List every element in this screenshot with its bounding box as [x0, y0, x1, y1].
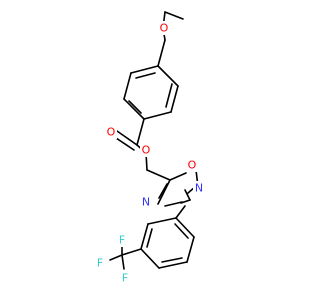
bond — [175, 205, 186, 219]
svg-text:O: O — [188, 159, 197, 172]
bond — [135, 72, 156, 79]
bond — [116, 130, 138, 146]
ring-nitrogen-upper-atom: N — [193, 181, 205, 195]
bond — [128, 100, 142, 114]
atom-layer: O O O O N N F F — [94, 21, 205, 285]
bond — [123, 98, 145, 120]
bond — [164, 11, 184, 20]
bond — [157, 39, 166, 67]
bond — [161, 257, 183, 263]
bond — [157, 179, 171, 205]
structure-canvas: O O O O N N F F — [94, 11, 205, 285]
bond — [115, 137, 135, 151]
fluorine-left-atom: F — [94, 256, 106, 270]
bond — [130, 65, 159, 74]
bond — [158, 183, 168, 199]
bond — [175, 217, 195, 238]
bond — [169, 172, 187, 181]
ester-oxygen-atom: O — [140, 143, 152, 157]
fluorine-bottom-atom: F — [119, 271, 131, 285]
bond-layer — [109, 11, 199, 270]
svg-text:O: O — [142, 144, 151, 157]
svg-text:N: N — [142, 196, 150, 209]
bond — [146, 169, 171, 181]
carbonyl-oxygen-atom: O — [105, 125, 117, 139]
svg-text:F: F — [97, 257, 103, 270]
bond — [121, 254, 125, 270]
bond — [180, 199, 191, 204]
bond — [164, 201, 183, 207]
bond — [143, 111, 172, 120]
svg-text:F: F — [122, 272, 128, 285]
fluorine-top-atom: F — [116, 233, 128, 247]
bond — [158, 261, 188, 269]
bond — [170, 85, 179, 113]
bond — [140, 223, 149, 250]
svg-text:F: F — [119, 234, 125, 247]
svg-text:N: N — [195, 182, 203, 195]
bond — [140, 248, 160, 269]
bond — [123, 72, 132, 100]
bond — [165, 83, 173, 108]
ring-nitrogen-lower-atom: N — [140, 195, 152, 209]
ether-oxygen-atom: O — [158, 21, 170, 35]
bond — [121, 248, 142, 256]
bond — [174, 223, 189, 239]
bond — [157, 65, 179, 87]
bond — [136, 118, 145, 146]
bond — [184, 189, 191, 201]
molecule-diagram: O O O O N N F F — [94, 11, 205, 285]
bond — [147, 217, 177, 225]
svg-text:O: O — [107, 126, 116, 139]
bond — [109, 254, 123, 261]
bond — [146, 228, 153, 248]
ring-oxygen-atom: O — [186, 158, 198, 172]
bond — [186, 236, 195, 263]
svg-text:O: O — [160, 22, 169, 35]
